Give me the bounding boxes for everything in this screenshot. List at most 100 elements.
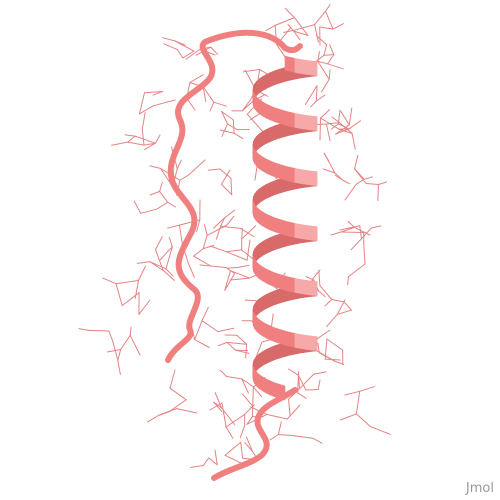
side-chain-bond bbox=[165, 246, 173, 270]
side-chain-bond bbox=[206, 224, 228, 236]
side-chain-bond bbox=[314, 54, 325, 63]
helix-ribbon-segment bbox=[274, 343, 281, 361]
side-chain-bond bbox=[340, 226, 355, 233]
side-chain-bond bbox=[185, 48, 201, 60]
side-chain-bond bbox=[226, 267, 238, 269]
coil-loop-left bbox=[165, 29, 288, 363]
side-chain-bond bbox=[149, 261, 164, 271]
side-chain-bond bbox=[348, 107, 353, 126]
helix-ribbon-segment bbox=[279, 329, 286, 346]
side-chain-bond bbox=[230, 270, 251, 279]
helix-ribbon-segment bbox=[258, 318, 263, 337]
side-chain-bond bbox=[257, 68, 261, 80]
helix-ribbon-segment bbox=[262, 266, 267, 284]
side-chain-bond bbox=[329, 44, 335, 56]
side-chain-bond bbox=[149, 165, 162, 169]
helix-ribbon-segment bbox=[274, 382, 281, 399]
side-chain-bond bbox=[318, 352, 336, 362]
side-chain-bond bbox=[317, 379, 321, 390]
side-chain-bond bbox=[147, 414, 160, 423]
side-chain-bond bbox=[317, 342, 320, 354]
side-chain-bond bbox=[129, 326, 132, 336]
side-chain-bond bbox=[350, 238, 362, 251]
side-chain-bond bbox=[155, 249, 164, 271]
side-chain-bond bbox=[335, 128, 350, 135]
side-chain-bond bbox=[226, 267, 236, 274]
side-chain-bond bbox=[276, 44, 286, 59]
side-chain-bond bbox=[317, 290, 326, 298]
side-chain-bond bbox=[152, 91, 163, 96]
side-chain-bond bbox=[154, 134, 161, 144]
side-chain-bond bbox=[203, 224, 208, 236]
side-chain-bond bbox=[252, 386, 254, 407]
helix-ribbon-segment bbox=[265, 158, 271, 176]
side-chain-bond bbox=[221, 402, 225, 414]
side-chain-bond bbox=[354, 154, 359, 170]
side-chain-bond bbox=[210, 265, 227, 269]
side-chain-bond bbox=[325, 123, 331, 142]
side-chain-bond bbox=[202, 457, 210, 466]
side-chain-bond bbox=[291, 435, 314, 439]
side-chain-bond bbox=[344, 390, 361, 396]
side-chain-bond bbox=[213, 101, 227, 107]
side-chain-bond bbox=[127, 141, 145, 146]
side-chain-bond bbox=[354, 226, 371, 236]
helix-ribbon-segment bbox=[270, 215, 276, 233]
jmol-watermark: Jmol bbox=[465, 481, 494, 496]
side-chain-bond bbox=[159, 246, 173, 261]
side-chain-bond bbox=[323, 54, 335, 56]
coil-backbone bbox=[165, 29, 303, 481]
side-chain-bond bbox=[236, 264, 250, 268]
helix-ribbon-segment bbox=[307, 335, 312, 351]
side-chain-bond bbox=[159, 190, 169, 203]
alpha-helix-ribbon bbox=[252, 55, 318, 401]
side-chain-bond bbox=[120, 334, 131, 350]
side-chain-bond bbox=[240, 227, 255, 237]
side-chain-bond bbox=[193, 248, 204, 257]
helix-ribbon-segment bbox=[274, 233, 281, 251]
side-chain-bond bbox=[342, 179, 351, 185]
side-chain-bond bbox=[144, 142, 156, 151]
coil-helix-connector bbox=[282, 43, 303, 54]
side-chain-bond bbox=[299, 373, 315, 390]
side-chain-bond bbox=[194, 320, 203, 341]
side-chain-bond bbox=[209, 245, 227, 253]
helix-ribbon-segment bbox=[258, 296, 263, 314]
helix-ribbon-segment bbox=[262, 128, 267, 147]
helix-ribbon-segment bbox=[265, 292, 271, 309]
side-chain-bond bbox=[363, 176, 373, 180]
side-chain-bond bbox=[314, 10, 326, 26]
side-chain-bond bbox=[317, 60, 330, 80]
side-chain-bond bbox=[331, 299, 345, 303]
side-chain-bond bbox=[315, 85, 318, 102]
helix-ribbon-segment bbox=[303, 169, 308, 185]
helix-ribbon-segment bbox=[270, 380, 276, 398]
side-chain-bond bbox=[176, 49, 184, 59]
side-chain-bond bbox=[117, 349, 122, 361]
side-chain-bond bbox=[88, 329, 110, 332]
side-chain-bond bbox=[127, 135, 136, 143]
helix-ribbon-segment bbox=[274, 162, 281, 179]
side-chain-bond bbox=[138, 299, 151, 315]
helix-ribbon-segment bbox=[270, 325, 276, 343]
side-chain-bond bbox=[293, 24, 316, 31]
side-chain-bond bbox=[220, 217, 226, 227]
side-chain-bond bbox=[115, 280, 139, 285]
helix-ribbon-segment bbox=[262, 156, 267, 174]
helix-ribbon-segment bbox=[307, 170, 312, 186]
side-chain-bond bbox=[134, 135, 156, 144]
side-chain-bond bbox=[220, 169, 231, 185]
side-chain-bond bbox=[220, 183, 233, 196]
side-chain-bond bbox=[242, 393, 254, 407]
helix-ribbon-segment bbox=[270, 270, 276, 288]
side-chain-bond bbox=[221, 110, 228, 125]
side-chain-bond bbox=[225, 413, 246, 428]
side-chain-bond bbox=[217, 327, 235, 333]
side-chain-bond bbox=[136, 261, 151, 264]
side-chain-bond bbox=[332, 23, 345, 30]
side-chain-bond bbox=[240, 441, 244, 459]
side-chain-bond bbox=[158, 408, 178, 416]
side-chain-bond bbox=[241, 225, 257, 240]
